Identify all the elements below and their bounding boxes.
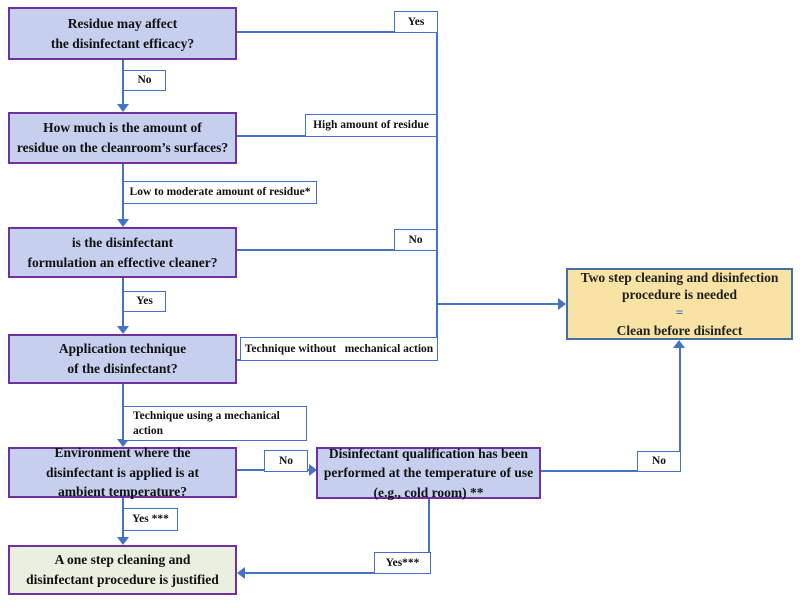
arrowhead-ambient-no-icon [309, 464, 317, 476]
edge-to-two-step-line [437, 303, 558, 305]
node-application-technique-question: Application technique of the disinfectan… [8, 334, 237, 384]
node-two-step-result: Two step cleaning and disinfection proce… [566, 268, 793, 340]
edge-label-yes-ambient: Yes *** [123, 508, 178, 531]
arrowhead-to-two-step-icon [558, 298, 566, 310]
edge-label-no-ambient: No [264, 450, 308, 472]
node-two-step-conclusion-text: Clean before disinfect [616, 322, 743, 338]
edge-label-yes-cleaner: Yes [123, 291, 166, 312]
arrowhead-qualification-yes-icon [237, 567, 245, 579]
edge-label-yes-top-text: Yes [407, 15, 425, 28]
arrowhead-technique-using-icon [117, 439, 129, 447]
node-application-technique-question-text: Application technique of the disinfectan… [58, 341, 187, 376]
edge-label-high-residue-text: High amount of residue [313, 119, 429, 132]
edge-label-technique-without: Technique without mechanical action [240, 337, 438, 361]
node-two-step-equals-text: = [675, 305, 684, 320]
arrowhead-cleaner-yes-icon [117, 326, 129, 334]
edge-label-yes-top: Yes [394, 11, 438, 33]
edge-label-no-cleaner-text: No [408, 233, 423, 246]
edge-label-yes-cleaner-text: Yes [136, 295, 153, 308]
node-residue-question: Residue may affect the disinfectant effi… [8, 7, 237, 60]
edge-label-high-residue: High amount of residue [305, 114, 437, 137]
edge-label-no-residue: No [123, 70, 166, 91]
edge-label-no-qualification: No [637, 451, 681, 472]
edge-residue-yes-line [237, 31, 437, 33]
node-one-step-result: A one step cleaning and disinfectant pro… [8, 545, 237, 595]
edge-label-yes-qualification: Yes*** [374, 552, 431, 574]
node-residue-amount-question-text: How much is the amount of residue on the… [16, 120, 229, 155]
edge-qualification-no-line [540, 470, 681, 472]
node-two-step-result-text: Two step cleaning and disinfection proce… [580, 269, 779, 303]
edge-label-technique-using-text: Technique using a mechanical action [133, 409, 280, 437]
edge-label-low-residue: Low to moderate amount of residue* [123, 181, 317, 204]
node-disinfectant-qualification: Disinfectant qualification has been perf… [316, 446, 541, 500]
edge-cleaner-no-line [237, 249, 437, 251]
edge-label-no-ambient-text: No [278, 454, 294, 467]
edge-label-technique-using: Technique using a mechanical action [123, 406, 307, 441]
arrowhead-ambient-yes-icon [117, 537, 129, 545]
node-effective-cleaner-question: is the disinfectant formulation an effec… [8, 227, 237, 278]
node-effective-cleaner-question-text: is the disinfectant formulation an effec… [27, 234, 218, 270]
node-one-step-result-text: A one step cleaning and disinfectant pro… [26, 552, 219, 587]
arrowhead-qualification-no-icon [673, 340, 685, 348]
edge-label-no-cleaner: No [394, 229, 437, 251]
edge-qualification-yes-line [428, 499, 430, 574]
edge-label-technique-without-text: Technique without mechanical action [244, 342, 434, 355]
node-disinfectant-qualification-text: Disinfectant qualification has been perf… [323, 445, 534, 500]
edge-label-yes-ambient-text: Yes *** [132, 513, 169, 526]
node-environment-question: Environment where the disinfectant is ap… [8, 445, 237, 499]
node-residue-question-text: Residue may affect the disinfectant effi… [50, 15, 195, 51]
edge-collector-line [436, 31, 438, 361]
edge-label-yes-qualification-text: Yes*** [385, 556, 420, 569]
edge-qualification-yes-left-line [245, 572, 430, 574]
edge-label-no-residue-text: No [137, 74, 152, 87]
edge-label-no-qualification-text: No [651, 455, 667, 468]
edge-label-low-residue-text: Low to moderate amount of residue* [129, 186, 311, 199]
arrowhead-amount-low-icon [117, 219, 129, 227]
node-environment-question-text: Environment where the disinfectant is ap… [45, 445, 200, 500]
arrowhead-residue-no-icon [117, 104, 129, 112]
edge-qualification-no-up-line [679, 348, 681, 472]
node-residue-amount-question: How much is the amount of residue on the… [8, 112, 237, 164]
